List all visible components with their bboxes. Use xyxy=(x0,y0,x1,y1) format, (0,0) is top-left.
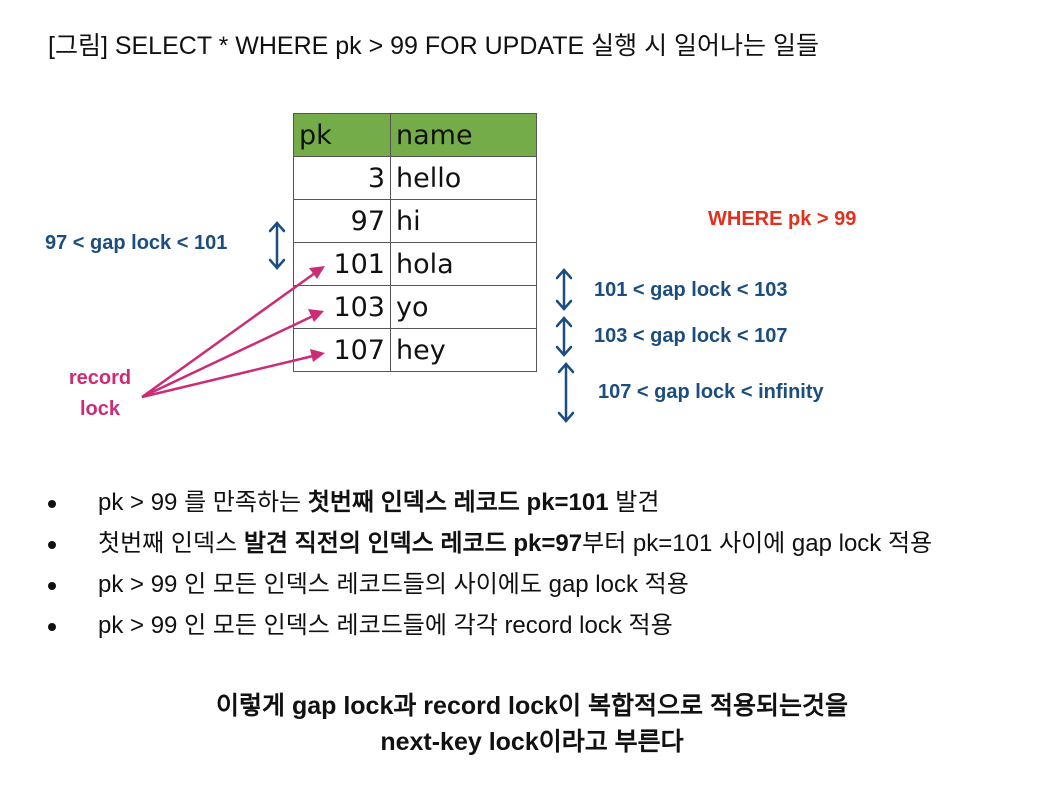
bullet-text-bold: 첫번째 인덱스 레코드 pk=101 xyxy=(307,489,609,516)
bullet-item: pk > 99 인 모든 인덱스 레코드들에 각각 record lock 적용 xyxy=(48,605,932,646)
gap-arrow-101-103 xyxy=(555,268,573,311)
summary: 이렇게 gap lock과 record lock이 복합적으로 적용되는것을 … xyxy=(0,688,1064,760)
records-table: pk name 3 hello 97 hi 101 hola 103 yo 10… xyxy=(293,113,537,372)
bullet-text: pk > 99 인 모든 인덱스 레코드들에 각각 record lock 적용 xyxy=(98,612,673,639)
gap-arrow-103-107 xyxy=(555,316,573,357)
header-pk: pk xyxy=(293,113,391,157)
header-name: name xyxy=(390,113,537,157)
bullet-item: pk > 99 를 만족하는 첫번째 인덱스 레코드 pk=101 발견 xyxy=(48,482,932,523)
bullet-text-bold: 발견 직전의 인덱스 레코드 pk=97 xyxy=(243,530,583,557)
gap-label-101-103: 101 < gap lock < 103 xyxy=(594,279,788,301)
record-lock-label-line1: record xyxy=(68,367,132,389)
summary-line1: 이렇게 gap lock과 record lock이 복합적으로 적용되는것을 xyxy=(216,692,848,720)
bullet-item: pk > 99 인 모든 인덱스 레코드들의 사이에도 gap lock 적용 xyxy=(48,564,932,605)
summary-line2: next-key lock이라고 부른다 xyxy=(380,728,684,756)
bullet-text: pk > 99 를 만족하는 xyxy=(98,489,308,516)
bullet-text: 부터 pk=101 사이에 gap lock 적용 xyxy=(582,530,933,557)
record-lock-label-line2: lock xyxy=(79,398,121,420)
cell-pk: 107 xyxy=(293,328,391,372)
bullet-text: 발견 xyxy=(608,489,660,516)
cell-name: hey xyxy=(390,328,537,372)
gap-label-103-107: 103 < gap lock < 107 xyxy=(594,325,788,347)
explanation-bullets: pk > 99 를 만족하는 첫번째 인덱스 레코드 pk=101 발견 첫번째… xyxy=(48,482,932,646)
gap-arrow-107-infinity xyxy=(557,362,575,423)
cell-name: hi xyxy=(390,199,537,243)
table-row: 107 hey xyxy=(293,328,537,372)
gap-arrow-left xyxy=(268,221,286,270)
bullet-text: pk > 99 인 모든 인덱스 레코드들의 사이에도 gap lock 적용 xyxy=(98,571,689,598)
cell-pk: 103 xyxy=(293,285,391,329)
bullet-text: 첫번째 인덱스 xyxy=(98,530,244,557)
table-header-row: pk name xyxy=(293,113,537,157)
record-lock-label: record lock xyxy=(62,363,138,425)
record-lock-arrows xyxy=(141,266,325,399)
where-label: WHERE pk > 99 xyxy=(708,208,857,230)
gap-label-107-infinity: 107 < gap lock < infinity xyxy=(598,381,824,403)
page-title: [그림] SELECT * WHERE pk > 99 FOR UPDATE 실… xyxy=(48,32,819,60)
table-row: 101 hola xyxy=(293,242,537,286)
gap-label-left: 97 < gap lock < 101 xyxy=(45,232,228,254)
cell-pk: 101 xyxy=(293,242,391,286)
bullet-item: 첫번째 인덱스 발견 직전의 인덱스 레코드 pk=97부터 pk=101 사이… xyxy=(48,523,932,564)
